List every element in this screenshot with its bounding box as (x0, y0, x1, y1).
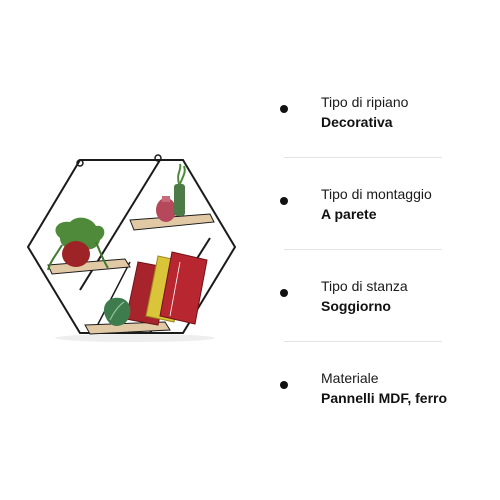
inner-divider-middle (79, 224, 121, 291)
inner-divider-upper (119, 159, 161, 226)
spec-item-shelf-type: Tipo di ripiano Decorativa (270, 93, 495, 153)
hexagon-frame (26, 159, 237, 334)
spec-list: Tipo di ripiano Decorativa Tipo di monta… (270, 0, 495, 500)
inner-divider-lower-left (94, 261, 131, 331)
plant-trailing-vines (47, 241, 109, 271)
spec-item-room-type: Tipo di stanza Soggiorno (270, 277, 495, 337)
leaf-vein (109, 301, 125, 321)
shelf-shadow (55, 334, 215, 342)
spec-item-material: Materiale Pannelli MDF, ferro (270, 369, 495, 429)
bullet-icon (280, 105, 288, 113)
spec-value: Pannelli MDF, ferro (321, 390, 448, 406)
shelf-bottom (84, 321, 171, 335)
vase-green (174, 184, 185, 216)
vase-pink-neck (162, 196, 170, 202)
plant-pot-red (62, 241, 90, 267)
bullet-icon (280, 381, 288, 389)
divider (284, 249, 442, 250)
book-spine-line (169, 261, 181, 317)
shelf-upper-right (129, 213, 215, 231)
bullet-icon (280, 289, 288, 297)
vase-pink (156, 198, 176, 222)
plant-stems (177, 163, 186, 185)
hexagon-shelf-illustration (26, 154, 237, 342)
bullet-icon (280, 197, 288, 205)
spec-label: Tipo di ripiano (321, 94, 409, 110)
spec-label: Tipo di montaggio (321, 186, 432, 202)
hanging-hook-left (76, 159, 84, 167)
spec-item-mounting-type: Tipo di montaggio A parete (270, 185, 495, 245)
plant-foliage (55, 217, 105, 250)
divider (284, 341, 442, 342)
spec-value: Soggiorno (321, 298, 391, 314)
spec-label: Materiale (321, 370, 379, 386)
shelf-middle-left (47, 258, 131, 275)
spec-value: Decorativa (321, 114, 393, 130)
divider (284, 157, 442, 158)
product-image-hexagon-shelf (26, 154, 237, 342)
spec-value: A parete (321, 206, 377, 222)
hanging-hook-right (154, 154, 162, 162)
spec-label: Tipo di stanza (321, 278, 408, 294)
leaf-ornament (103, 297, 131, 326)
